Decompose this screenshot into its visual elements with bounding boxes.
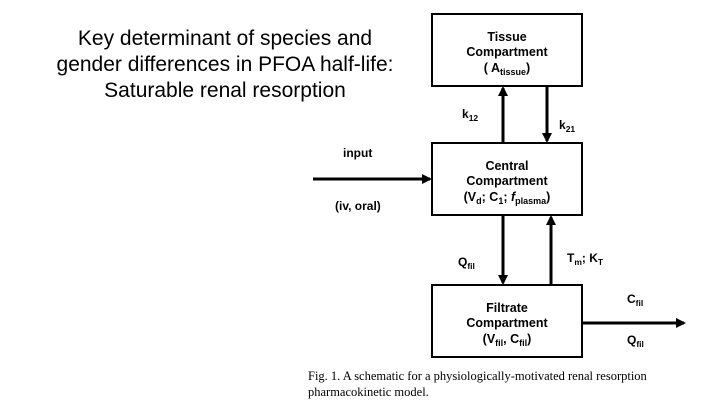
central-parameters: (Vd; C1; fplasma) (464, 190, 551, 206)
filtrate-parameters: (Vfil, Cfil) (483, 332, 532, 348)
tissue-box-title: Tissue (487, 30, 526, 44)
central-compartment-box (431, 142, 583, 216)
k12-label: k12 (462, 107, 478, 123)
slide-title: Key determinant of species and gender di… (30, 26, 420, 104)
filtrate-box-subtitle: Compartment (466, 316, 548, 330)
title-line-2: gender differences in PFOA half-life: (56, 53, 394, 76)
tissue-compartment-box (431, 13, 583, 87)
filtrate-compartment-box (431, 284, 583, 358)
title-line-1: Key determinant of species and (77, 27, 373, 50)
tissue-amount: ( Atissue) (484, 61, 530, 77)
qfil-label: Qfil (458, 255, 475, 271)
central-box-subtitle: Compartment (466, 174, 548, 188)
caption-line-2: pharmacokinetic model. (308, 385, 429, 399)
route-label: (iv, oral) (335, 199, 381, 213)
filtrate-box-title: Filtrate (486, 301, 528, 315)
caption-line-1: Fig. 1. A schematic for a physiologicall… (308, 369, 647, 383)
tissue-box-subtitle: Compartment (466, 45, 548, 59)
central-box-title: Central (485, 159, 528, 173)
tm-kt-label: Tm; KT (567, 251, 604, 267)
cfil-label: Cfil (627, 292, 643, 308)
title-line-3: Saturable renal resorption (104, 79, 346, 102)
figure-caption: Fig. 1. A schematic for a physiologicall… (308, 368, 708, 400)
qfil-output-label: Qfil (627, 333, 644, 349)
k21-label: k21 (559, 118, 575, 134)
input-label: input (343, 146, 372, 160)
